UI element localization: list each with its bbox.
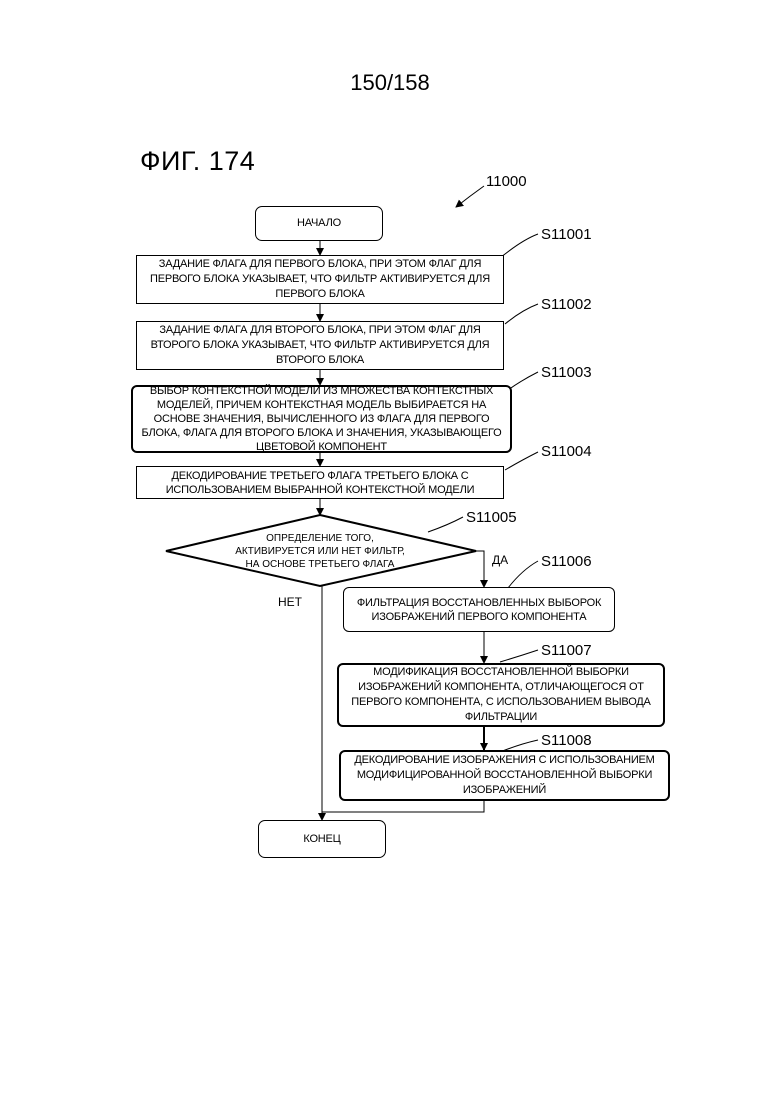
step-box-s11007: МОДИФИКАЦИЯ ВОССТАНОВЛЕННОЙ ВЫБОРКИ ИЗОБ… — [337, 663, 665, 727]
step-text: ДЕКОДИРОВАНИЕ ИЗОБРАЖЕНИЯ С ИСПОЛЬЗОВАНИ… — [347, 753, 662, 798]
step-text: ДЕКОДИРОВАНИЕ ТРЕТЬЕГО ФЛАГА ТРЕТЬЕГО БЛ… — [143, 469, 497, 497]
step-ref-s11006: S11006 — [541, 553, 592, 570]
end-terminal: КОНЕЦ — [258, 820, 386, 858]
decision-no-label: НЕТ — [278, 595, 302, 609]
decision-yes-label: ДА — [492, 553, 508, 567]
step-ref-s11005: S11005 — [466, 509, 517, 526]
step-text: ВЫБОР КОНТЕКСТНОЙ МОДЕЛИ ИЗ МНОЖЕСТВА КО… — [139, 384, 504, 454]
step-ref-s11003: S11003 — [541, 364, 592, 381]
end-label: КОНЕЦ — [303, 832, 340, 847]
step-text: ЗАДАНИЕ ФЛАГА ДЛЯ ПЕРВОГО БЛОКА, ПРИ ЭТО… — [143, 257, 497, 302]
start-terminal: НАЧАЛО — [255, 206, 383, 241]
step-box-s11003: ВЫБОР КОНТЕКСТНОЙ МОДЕЛИ ИЗ МНОЖЕСТВА КО… — [131, 385, 512, 453]
step-ref-s11008: S11008 — [541, 732, 592, 749]
step-ref-s11004: S11004 — [541, 443, 592, 460]
step-box-s11002: ЗАДАНИЕ ФЛАГА ДЛЯ ВТОРОГО БЛОКА, ПРИ ЭТО… — [136, 321, 504, 370]
step-box-s11008: ДЕКОДИРОВАНИЕ ИЗОБРАЖЕНИЯ С ИСПОЛЬЗОВАНИ… — [339, 750, 670, 801]
step-text: ЗАДАНИЕ ФЛАГА ДЛЯ ВТОРОГО БЛОКА, ПРИ ЭТО… — [143, 323, 497, 368]
step-text: МОДИФИКАЦИЯ ВОССТАНОВЛЕННОЙ ВЫБОРКИ ИЗОБ… — [345, 665, 657, 725]
step-ref-s11001: S11001 — [541, 226, 592, 243]
step-box-s11001: ЗАДАНИЕ ФЛАГА ДЛЯ ПЕРВОГО БЛОКА, ПРИ ЭТО… — [136, 255, 504, 304]
step-box-s11006: ФИЛЬТРАЦИЯ ВОССТАНОВЛЕННЫХ ВЫБОРОК ИЗОБР… — [343, 587, 615, 632]
step-box-s11004: ДЕКОДИРОВАНИЕ ТРЕТЬЕГО ФЛАГА ТРЕТЬЕГО БЛ… — [136, 466, 504, 499]
step-ref-s11007: S11007 — [541, 642, 592, 659]
start-label: НАЧАЛО — [297, 216, 341, 231]
decision-text-s11005: ОПРЕДЕЛЕНИЕ ТОГО, АКТИВИРУЕТСЯ ИЛИ НЕТ Ф… — [228, 517, 412, 585]
step-ref-s11002: S11002 — [541, 296, 592, 313]
step-text: ФИЛЬТРАЦИЯ ВОССТАНОВЛЕННЫХ ВЫБОРОК ИЗОБР… — [350, 596, 608, 624]
